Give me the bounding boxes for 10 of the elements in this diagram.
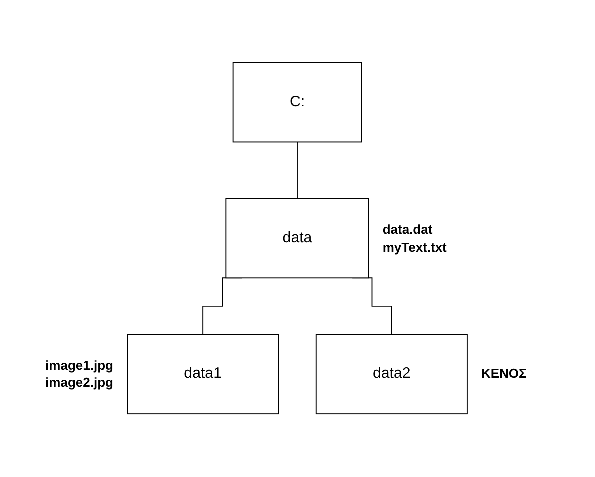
folder-box: data1 [127,334,280,415]
file-name-text: image2.jpg [46,374,114,392]
folder-box: data [226,198,370,279]
file-name-text: ΚΕΝΟΣ [481,365,527,383]
file-name-text: data.dat [382,221,434,239]
folder-box: data2 [316,334,468,415]
folder-box: C: [232,62,362,143]
file-name-text: myText.txt [382,238,447,256]
file-name-text: image1.jpg [46,356,114,374]
connector [297,142,298,200]
